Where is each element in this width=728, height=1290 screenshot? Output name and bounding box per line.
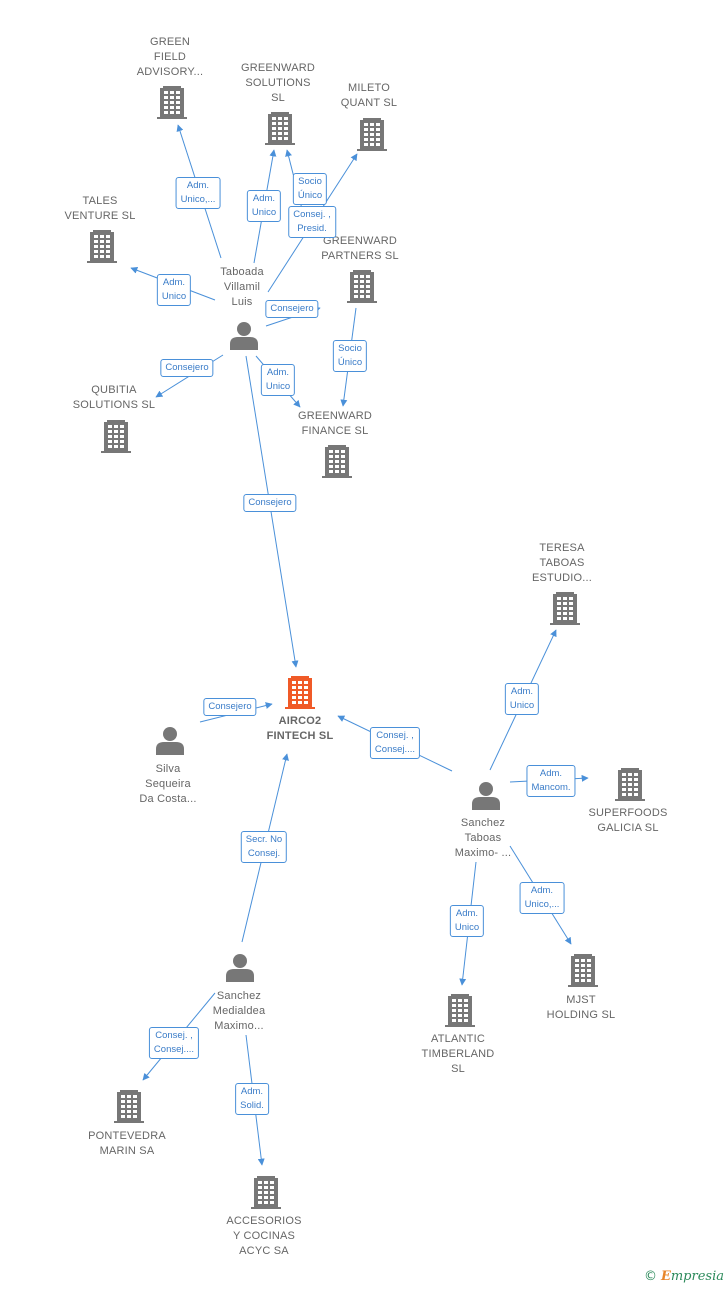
node-label-accesorios[interactable]: ACCESORIOS Y COCINAS ACYC SA <box>226 1215 302 1257</box>
node-label-pontevedra[interactable]: PONTEVEDRA MARIN SA <box>88 1130 166 1157</box>
building-icon[interactable] <box>357 118 387 151</box>
edge-label[interactable]: Socio Único <box>292 173 328 205</box>
person-icon[interactable] <box>156 727 184 755</box>
building-icon[interactable] <box>157 86 187 119</box>
node-label-greenward-partners[interactable]: GREENWARD PARTNERS SL <box>321 235 399 262</box>
node-label-qubitia[interactable]: QUBITIA SOLUTIONS SL <box>72 384 156 411</box>
brand-name: mpresia <box>670 1269 724 1284</box>
edge-label[interactable]: Adm. Unico <box>504 683 540 715</box>
icons-layer <box>87 86 645 1209</box>
edge-label[interactable]: Consejero <box>203 698 257 716</box>
edge-label[interactable]: Consej. , Consej.... <box>369 727 421 759</box>
edge-label[interactable]: Adm. Unico,... <box>175 177 221 209</box>
edge-label[interactable]: Adm. Unico <box>449 905 485 937</box>
building-icon[interactable] <box>322 445 352 478</box>
building-icon[interactable] <box>101 420 131 453</box>
edge-label[interactable]: Adm. Unico <box>260 364 296 396</box>
person-icon[interactable] <box>226 954 254 982</box>
edge-label[interactable]: Adm. Unico,... <box>519 882 565 914</box>
edge-label[interactable]: Consej. , Consej.... <box>148 1027 200 1059</box>
node-label-greenward-finance[interactable]: GREENWARD FINANCE SL <box>297 410 373 437</box>
edge-label[interactable]: Consejero <box>265 300 319 318</box>
node-label-sanchez-medialdea[interactable]: Sanchez Medialdea Maximo... <box>212 990 266 1032</box>
node-label-airco2[interactable]: AIRCO2 FINTECH SL <box>266 715 334 742</box>
edge-label[interactable]: Consej. , Presid. <box>288 206 336 238</box>
building-icon[interactable] <box>87 230 117 263</box>
empresia-logo[interactable]: ©Empresia <box>644 1269 724 1284</box>
building-icon[interactable] <box>615 768 645 801</box>
node-label-greenward-solutions[interactable]: GREENWARD SOLUTIONS SL <box>240 62 316 104</box>
node-label-atlantic[interactable]: ATLANTIC TIMBERLAND SL <box>421 1033 495 1075</box>
edge-label[interactable]: Consejero <box>243 494 297 512</box>
person-icon[interactable] <box>472 782 500 810</box>
node-label-taboada[interactable]: Taboada Villamil Luis <box>220 266 264 308</box>
building-icon[interactable] <box>285 676 315 709</box>
node-label-mileto[interactable]: MILETO QUANT SL <box>340 82 398 109</box>
brand-initial: E <box>660 1269 671 1284</box>
building-icon[interactable] <box>445 994 475 1027</box>
building-icon[interactable] <box>347 270 377 303</box>
node-label-green-field[interactable]: GREEN FIELD ADVISORY... <box>136 36 204 78</box>
building-icon[interactable] <box>568 954 598 987</box>
node-label-superfoods[interactable]: SUPERFOODS GALICIA SL <box>588 807 668 834</box>
edge-label[interactable]: Consejero <box>160 359 214 377</box>
building-icon[interactable] <box>251 1176 281 1209</box>
edge-label[interactable]: Adm. Mancom. <box>526 765 576 797</box>
edge-label[interactable]: Socio Único <box>332 340 368 372</box>
edge-label[interactable]: Secr. No Consej. <box>240 831 288 863</box>
building-icon[interactable] <box>114 1090 144 1123</box>
node-label-mjst[interactable]: MJST HOLDING SL <box>546 994 616 1021</box>
person-icon[interactable] <box>230 322 258 350</box>
building-icon[interactable] <box>265 112 295 145</box>
node-label-silva[interactable]: Silva Sequeira Da Costa... <box>139 763 197 805</box>
node-label-sanchez-taboas[interactable]: Sanchez Taboas Maximo- ... <box>454 817 512 859</box>
edge-label[interactable]: Adm. Unico <box>246 190 282 222</box>
building-icon[interactable] <box>550 592 580 625</box>
edge-label[interactable]: Adm. Solid. <box>235 1083 269 1115</box>
copyright-symbol: © <box>643 1269 657 1284</box>
node-label-teresa[interactable]: TERESA TABOAS ESTUDIO... <box>531 542 593 584</box>
node-label-tales[interactable]: TALES VENTURE SL <box>64 195 136 222</box>
edge-label[interactable]: Adm. Unico <box>156 274 192 306</box>
